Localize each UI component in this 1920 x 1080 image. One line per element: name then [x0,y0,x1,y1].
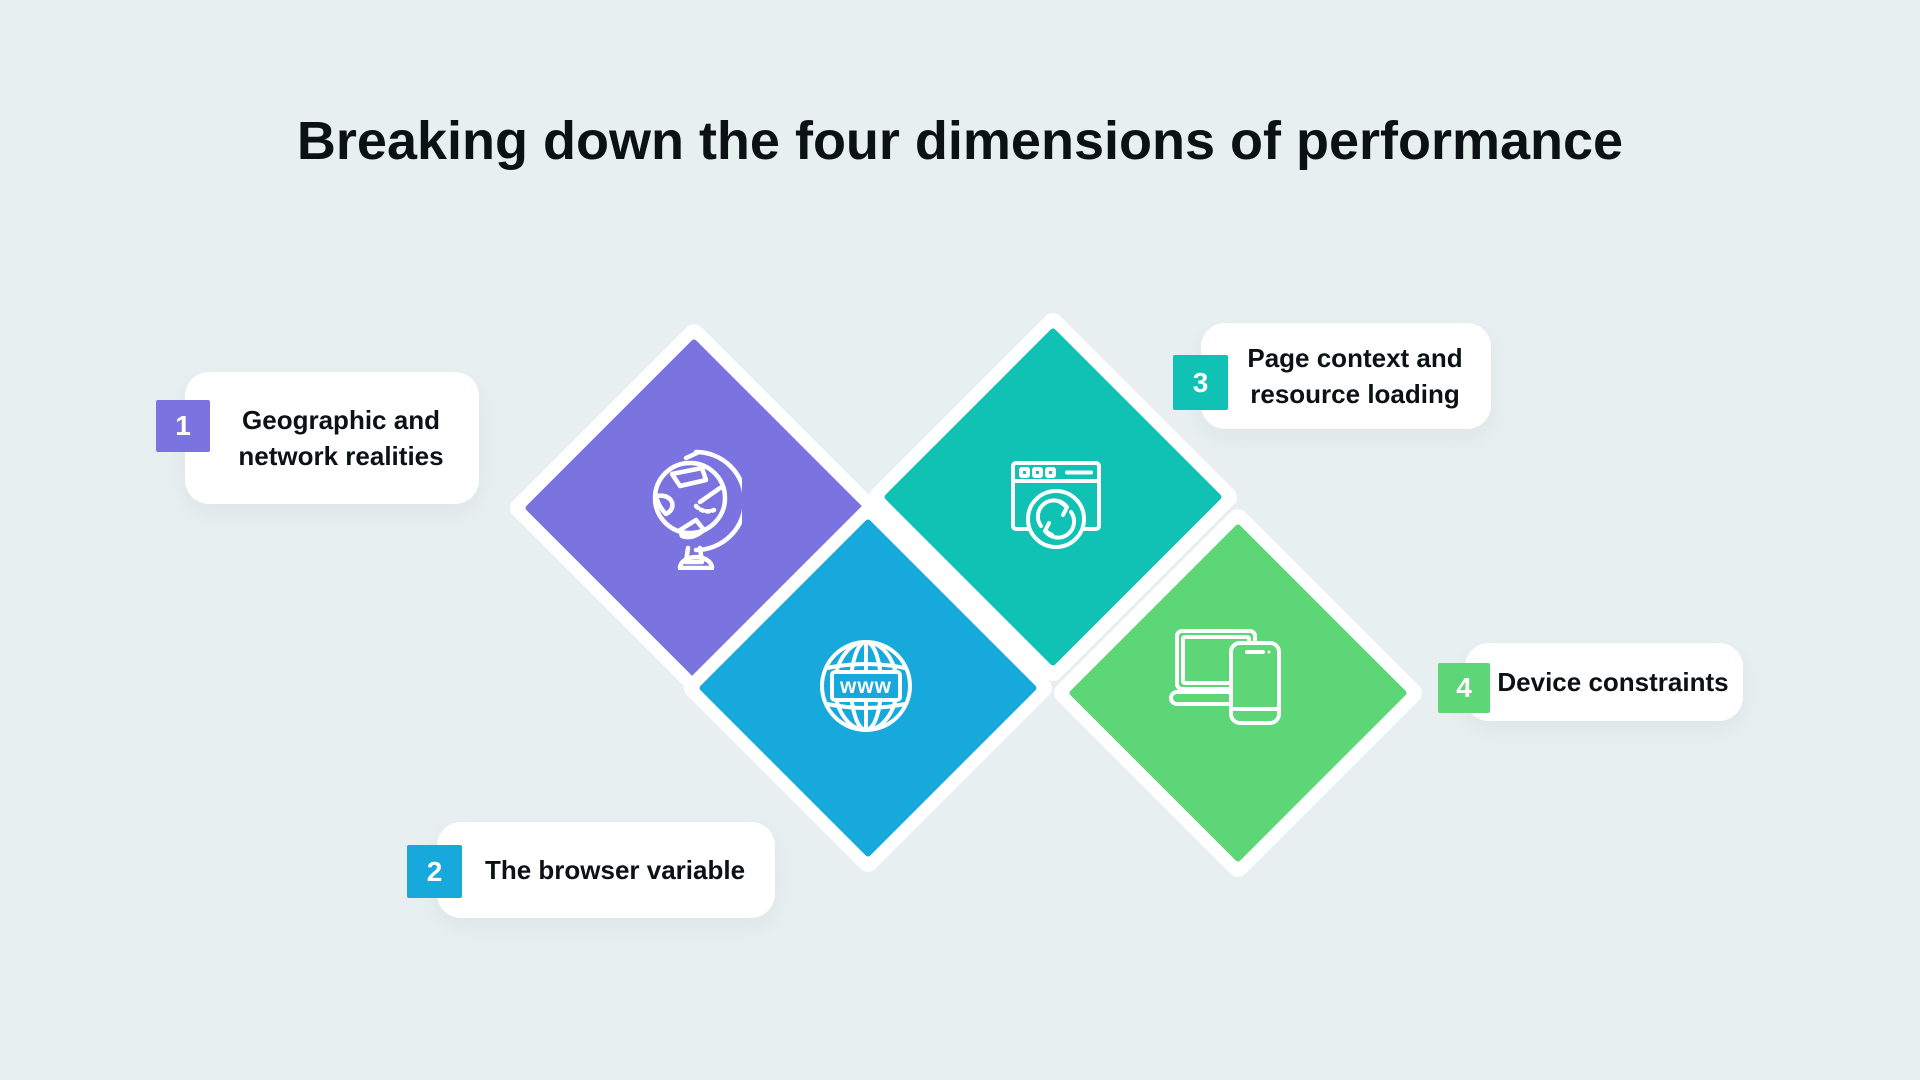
number-badge-1: 1 [156,400,210,452]
number-badge-3: 3 [1173,355,1228,410]
label-card-browser-variable: The browser variable [437,822,775,918]
browser-refresh-icon [1011,461,1101,549]
label-text: Device constraints [1497,664,1728,700]
number-badge-2: 2 [407,845,462,898]
www-globe-icon: www [820,640,912,732]
desk-globe-icon [652,449,742,570]
label-text: Page context and resource loading [1247,340,1462,412]
label-line-1: The browser variable [484,855,746,885]
label-text: Geographic and network realities [238,402,443,474]
label-line-2: resource loading [1250,379,1460,409]
label-line-1: Device constraints [1497,667,1729,697]
label-card-device-constraints: Device constraints [1465,643,1743,721]
label-line-1: Geographic and [242,405,440,435]
label-text: The browser variable [485,852,745,888]
www-icon-text: www [839,675,892,698]
laptop-phone-icon [1169,629,1281,725]
label-line-2: network realities [238,441,444,471]
label-card-geographic-network: Geographic and network realities [185,372,479,504]
number-badge-4: 4 [1438,663,1490,713]
label-card-page-context: Page context and resource loading [1201,323,1491,429]
page-title: Breaking down the four dimensions of per… [296,111,1624,171]
label-line-1: Page context and [1247,343,1463,373]
